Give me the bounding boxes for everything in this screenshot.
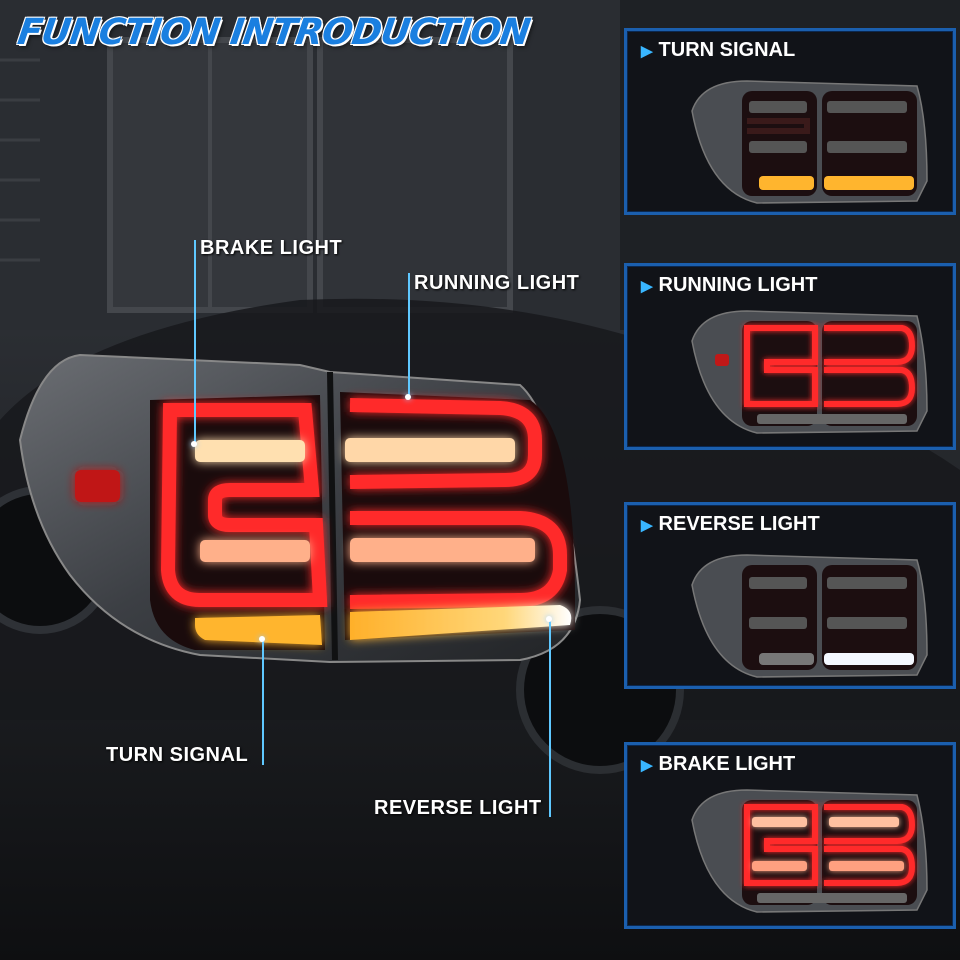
- panel-brake-light: ▶ BRAKE LIGHT: [624, 742, 956, 929]
- panel-label: TURN SIGNAL: [658, 39, 796, 61]
- callout-reverse-light: REVERSE LIGHT: [374, 797, 542, 819]
- mini-tail-light-reverse: [691, 554, 928, 678]
- leader-line-brake: [194, 240, 196, 445]
- reverse-strip-right: [350, 605, 572, 640]
- leader-dot-running: [405, 394, 411, 400]
- callout-turn-signal: TURN SIGNAL: [106, 744, 249, 766]
- play-arrow-icon: ▶: [641, 43, 653, 60]
- panel-turn-signal: ▶ TURN SIGNAL: [624, 28, 956, 215]
- leader-dot-brake: [191, 441, 197, 447]
- play-arrow-icon: ▶: [641, 757, 653, 774]
- side-marker: [75, 470, 120, 502]
- panel-label: BRAKE LIGHT: [658, 753, 796, 775]
- leader-line-turn: [262, 640, 264, 765]
- brake-strips: [195, 438, 535, 562]
- running-light-left: [160, 403, 328, 607]
- panel-running-light: ▶ RUNNING LIGHT: [624, 263, 956, 450]
- panel-label: RUNNING LIGHT: [658, 274, 818, 296]
- mini-tail-light-turn: [691, 80, 928, 204]
- leader-line-reverse: [549, 620, 551, 817]
- play-arrow-icon: ▶: [641, 278, 653, 295]
- mini-tail-light-brake: [691, 789, 928, 913]
- leader-dot-turn: [259, 636, 265, 642]
- panel-label: REVERSE LIGHT: [658, 513, 820, 535]
- callout-running-light: RUNNING LIGHT: [414, 272, 580, 294]
- play-arrow-icon: ▶: [641, 517, 653, 534]
- turn-signal-left: [195, 615, 322, 645]
- mini-tail-light-running: [691, 310, 928, 434]
- callout-brake-light: BRAKE LIGHT: [200, 237, 343, 259]
- panel-reverse-light: ▶ REVERSE LIGHT: [624, 502, 956, 689]
- leader-dot-reverse: [546, 616, 552, 622]
- main-tail-light: [18, 353, 582, 664]
- running-light-right: [349, 398, 567, 609]
- leader-line-running: [408, 273, 410, 398]
